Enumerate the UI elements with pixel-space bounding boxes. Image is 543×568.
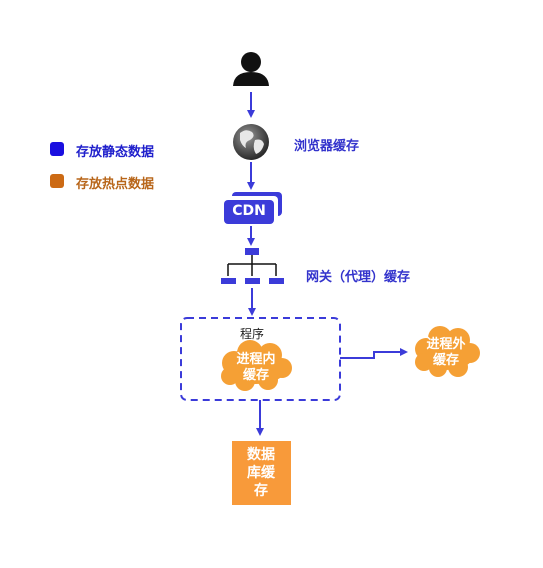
legend-swatch-static	[50, 142, 64, 156]
in-process-cache-cloud	[221, 340, 292, 391]
out-process-cache-cloud	[415, 326, 480, 377]
out-process-cache-label: 进程外 缓存	[426, 337, 466, 368]
program-label: 程序	[240, 327, 265, 341]
gateway-hierarchy-icon	[221, 248, 284, 284]
database-cache-label: 数据 库缓 存	[247, 447, 275, 499]
database-cache-box	[232, 441, 291, 505]
legend-label-hot: 存放热点数据	[76, 177, 155, 192]
in-process-cache-label: 进程内 缓存	[236, 352, 276, 383]
program-container	[180, 317, 341, 401]
arrow-program-to-out-process	[340, 348, 408, 359]
gateway-cache-label: 网关（代理）缓存	[306, 270, 411, 285]
cdn-label: CDN	[232, 203, 266, 219]
browser-cache-label: 浏览器缓存	[294, 139, 360, 154]
cdn-node	[224, 192, 282, 224]
legend-label-static: 存放静态数据	[76, 145, 155, 160]
legend-swatch-hot	[50, 174, 64, 188]
user-icon	[233, 52, 269, 86]
globe-icon	[233, 124, 269, 160]
